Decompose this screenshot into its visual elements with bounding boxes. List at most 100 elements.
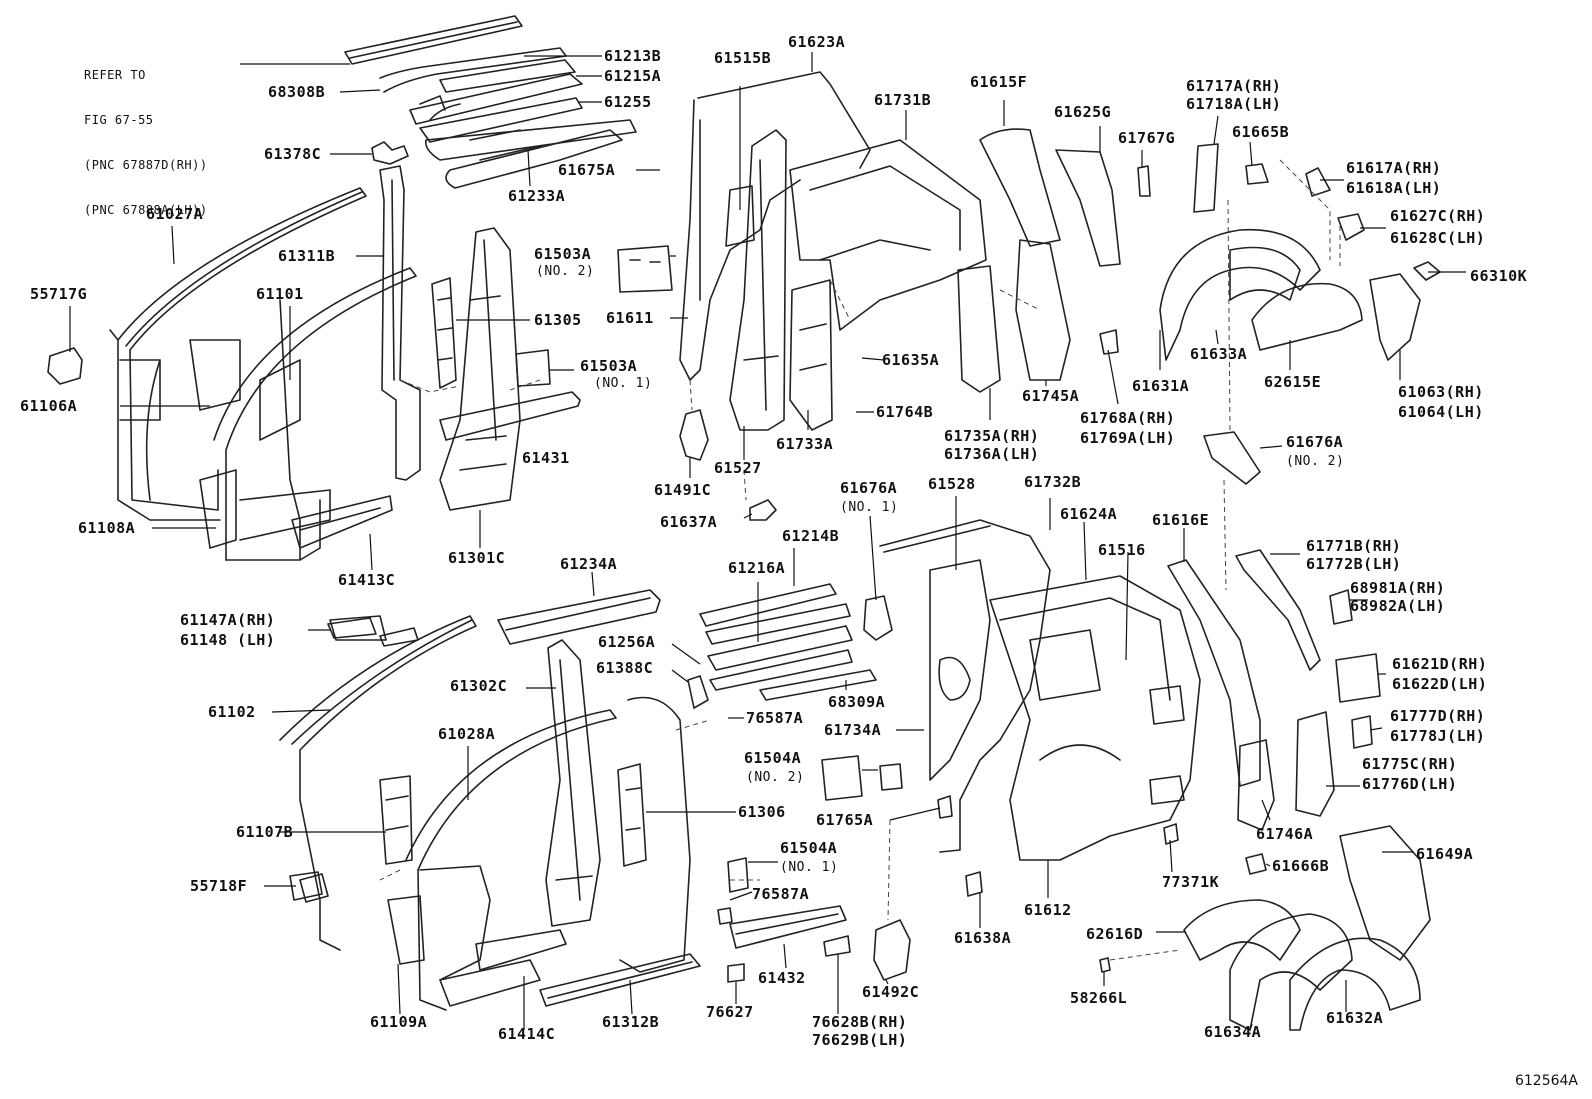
reinforcement-61305 [431,277,457,389]
front-side-member-drawing [109,187,417,561]
part-label-61214b: 61214B [782,527,840,545]
part-label-61108a: 61108A [78,519,136,537]
part-label-61312b: 61312B [602,1013,660,1031]
part-label-61618a: 61618A(LH) [1346,179,1442,197]
part-label-61491c: 61491C [654,481,712,499]
part-label-61617a: 61617A(RH) [1346,159,1442,177]
part-label-61717a: 61717A(RH) [1186,77,1282,95]
bracket-55717G [47,347,83,385]
bracket-61676A-no2 [1203,431,1261,485]
part-label-55717g: 55717G [30,285,88,303]
part-label-61109a: 61109A [370,1013,428,1031]
part-label-61637a: 61637A [660,513,718,531]
bracket-61378C [371,141,409,165]
part-label-61734a: 61734A [824,721,882,739]
part-label-61432: 61432 [758,969,806,987]
part-label-76587a1: 76587A [746,709,804,727]
bracket-61676A-no1 [863,595,893,641]
part-label-61515b: 61515B [714,49,772,67]
reference-note-line: FIG 67-55 [84,113,154,127]
rocker-61431 [439,391,581,441]
part-label-76629b: 76629B(LH) [812,1031,908,1049]
part-label-61746a: 61746A [1256,825,1314,843]
part-label-61504a1: 61504A [780,839,838,857]
part-label-61527: 61527 [714,459,762,477]
part-label-61492c: 61492C [862,983,920,1001]
small-parts-lower [289,675,911,983]
part-label-68981a: 68981A(RH) [1350,579,1446,597]
part-label-61233a: 61233A [508,187,566,205]
part-label-61213b: 61213B [604,47,662,65]
part-label-61635a: 61635A [882,351,940,369]
part-label-61649a: 61649A [1416,845,1474,863]
part-label-61776d: 61776D(LH) [1362,775,1458,793]
part-label-76627: 76627 [706,1003,754,1021]
part-label-61413c: 61413C [338,571,396,589]
leader-lines [69,52,1466,1031]
part-label-61255: 61255 [604,93,652,111]
part-label-61064: 61064(LH) [1398,403,1484,421]
part-label-61215a: 61215A [604,67,662,85]
rear-quarter-side-pieces [937,549,1381,897]
part-label-66310k: 66310K [1470,267,1528,285]
part-label-61503a1: 61503A [580,357,638,375]
part-label-68309a: 68309A [828,693,886,711]
part-label-61621d: 61621D(RH) [1392,655,1488,673]
part-label-62616d: 62616D [1086,925,1144,943]
part-label-61676a1n: (NO. 1) [840,500,899,515]
part-label-76628b: 76628B(RH) [812,1013,908,1031]
part-label-61631a: 61631A [1132,377,1190,395]
inner-panel-61731B [789,139,987,431]
part-label-58266l: 58266L [1070,989,1128,1007]
part-label-61676a2: 61676A [1286,433,1344,451]
part-label-61632a: 61632A [1326,1009,1384,1027]
figure-code: 612564A [1514,1073,1578,1089]
rear-quarter-outer-drawing [679,71,871,381]
part-label-61414c: 61414C [498,1025,556,1043]
part-label-61148: 61148 (LH) [180,631,276,649]
part-label-61718a: 61718A(LH) [1186,95,1282,113]
rocker-61432 [729,905,847,949]
rear-quarter-assembly-lower [879,519,1201,861]
center-pillar-61302C [545,639,601,927]
part-label-68982a: 68982A(LH) [1350,597,1446,615]
part-label-68308b: 68308B [268,83,326,101]
part-label-61388c: 61388C [596,659,654,677]
part-label-61027a: 61027A [146,205,204,223]
part-label-55718f: 55718F [190,877,248,895]
part-label-61305: 61305 [534,311,582,329]
roof-rails-lower [327,583,877,701]
part-label-61302c: 61302C [450,677,508,695]
part-label-61764b: 61764B [876,403,934,421]
rear-wheelhouse-lower [1099,825,1431,1031]
part-label-61622d: 61622D(LH) [1392,675,1488,693]
part-label-61234a: 61234A [560,555,618,573]
part-label-61431: 61431 [522,449,570,467]
reference-note: REFER TO FIG 67-55 (PNC 67887D(RH)) (PNC… [84,38,208,248]
part-label-61216a: 61216A [728,559,786,577]
part-label-61733a: 61733A [776,435,834,453]
bracket-61503A [515,245,673,387]
part-label-61256a: 61256A [598,633,656,651]
pillar-61311B [379,165,421,481]
part-label-62615e: 62615E [1264,373,1322,391]
part-label-61611: 61611 [606,309,654,327]
reference-note-line: (PNC 67887D(RH)) [84,158,208,172]
part-label-61306: 61306 [738,803,786,821]
part-label-61503a2: 61503A [534,245,592,263]
part-label-61301c: 61301C [448,549,506,567]
center-pillar-61306 [617,696,691,973]
part-label-61665b: 61665B [1232,123,1290,141]
part-label-61028a: 61028A [438,725,496,743]
part-label-61732b: 61732B [1024,473,1082,491]
part-label-61745a: 61745A [1022,387,1080,405]
part-label-61638a: 61638A [954,929,1012,947]
part-label-61504a2: 61504A [744,749,802,767]
part-label-61676a1: 61676A [840,479,898,497]
part-label-61771b: 61771B(RH) [1306,537,1402,555]
part-label-61528: 61528 [928,475,976,493]
part-label-61627c: 61627C(RH) [1390,207,1486,225]
part-label-61063: 61063(RH) [1398,383,1484,401]
part-label-61503a2n: (NO. 2) [536,264,595,279]
